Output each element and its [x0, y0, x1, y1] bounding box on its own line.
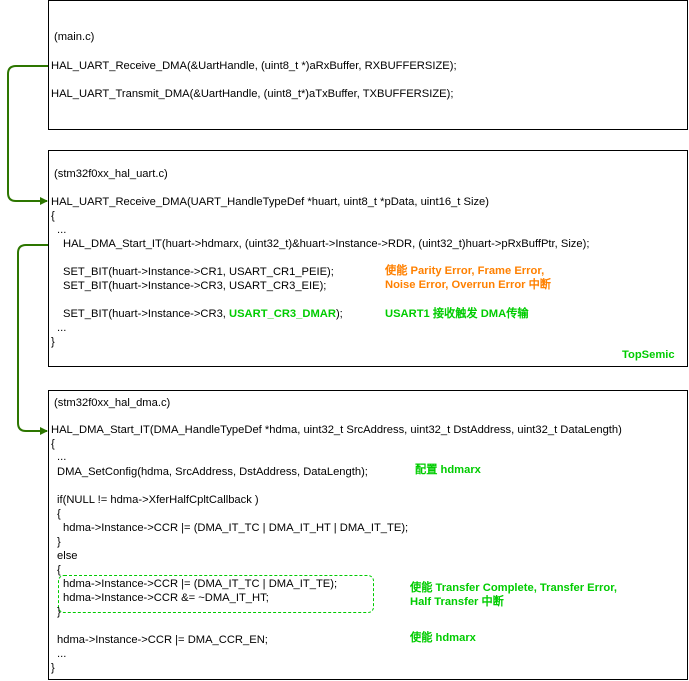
- uart-receive-dma-signature: HAL_UART_Receive_DMA(UART_HandleTypeDef …: [51, 196, 489, 208]
- note-enable-hdmarx: 使能 hdmarx: [410, 632, 476, 644]
- main-file-label: (main.c): [54, 31, 95, 43]
- else-open-brace: {: [57, 564, 61, 576]
- arrow-main-to-uart: [7, 65, 48, 205]
- close-brace: }: [51, 662, 55, 674]
- dma-file-label: (stm32f0xx_hal_dma.c): [54, 397, 171, 409]
- ccr-enable-channel: hdma->Instance->CCR |= DMA_CCR_EN;: [57, 634, 268, 646]
- main-c-box: [48, 0, 688, 130]
- if-open-brace: {: [57, 508, 61, 520]
- set-bit-suffix: );: [335, 308, 343, 320]
- ccr-enable-tc-ht-te: hdma->Instance->CCR |= (DMA_IT_TC | DMA_…: [63, 522, 409, 534]
- hal-dma-start-it-call: HAL_DMA_Start_IT(huart->hdmarx, (uint32_…: [63, 238, 590, 250]
- else-close-brace: }: [57, 606, 61, 618]
- set-bit-cr3-eie: SET_BIT(huart->Instance->CR3, USART_CR3_…: [63, 280, 327, 292]
- note-error-interrupts-line2: Noise Error, Overrun Error 中断: [385, 279, 551, 291]
- note-interrupt-enable-line1: 使能 Transfer Complete, Transfer Error,: [410, 582, 618, 594]
- uart-receive-dma-call: HAL_UART_Receive_DMA(&UartHandle, (uint8…: [51, 60, 457, 72]
- set-bit-cr3-dmar: SET_BIT(huart->Instance->CR3, USART_CR3_…: [63, 308, 343, 321]
- note-error-interrupts-line1: 使能 Parity Error, Frame Error,: [385, 265, 545, 277]
- ellipsis: ...: [57, 648, 67, 660]
- note-interrupt-enable-line2: Half Transfer 中断: [410, 596, 504, 608]
- else-keyword: else: [57, 550, 78, 562]
- highlight-dashed-box: [58, 575, 374, 613]
- ellipsis: ...: [57, 322, 67, 334]
- set-bit-prefix: SET_BIT(huart->Instance->CR3,: [63, 308, 230, 320]
- dma-setconfig-call: DMA_SetConfig(hdma, SrcAddress, DstAddre…: [57, 466, 368, 478]
- uart-file-label: (stm32f0xx_hal_uart.c): [54, 168, 168, 180]
- ccr-enable-tc-te: hdma->Instance->CCR |= (DMA_IT_TC | DMA_…: [63, 578, 338, 590]
- open-brace: {: [51, 438, 55, 450]
- topsemic-watermark: TopSemic: [622, 349, 675, 361]
- ellipsis: ...: [57, 224, 67, 236]
- uart-transmit-dma-call: HAL_UART_Transmit_DMA(&UartHandle, (uint…: [51, 88, 454, 100]
- dmar-highlight: USART_CR3_DMAR: [229, 308, 336, 320]
- if-halfcplt-check: if(NULL != hdma->XferHalfCpltCallback ): [57, 494, 259, 506]
- open-brace: {: [51, 210, 55, 222]
- hal-dma-box: [48, 390, 688, 680]
- close-brace: }: [51, 336, 55, 348]
- hal-uart-box: [48, 150, 688, 367]
- ccr-disable-ht: hdma->Instance->CCR &= ~DMA_IT_HT;: [63, 592, 269, 604]
- note-config-hdmarx: 配置 hdmarx: [415, 464, 481, 476]
- dma-start-it-signature: HAL_DMA_Start_IT(DMA_HandleTypeDef *hdma…: [51, 424, 622, 436]
- ellipsis: ...: [57, 451, 67, 463]
- arrow-uart-to-dma: [17, 244, 60, 435]
- if-close-brace: }: [57, 536, 61, 548]
- note-dma-trigger: USART1 接收触发 DMA传输: [385, 308, 529, 320]
- set-bit-cr1-peie: SET_BIT(huart->Instance->CR1, USART_CR1_…: [63, 266, 334, 278]
